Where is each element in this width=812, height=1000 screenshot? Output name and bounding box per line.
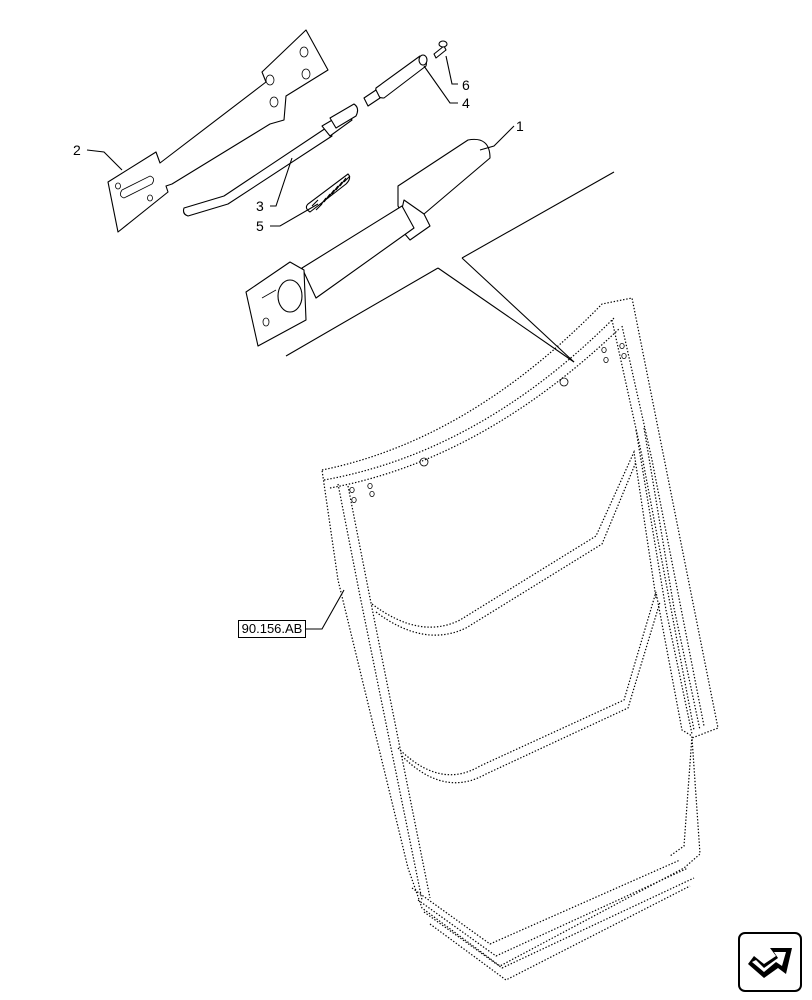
reference-link[interactable]: 90.156.AB <box>238 620 306 638</box>
next-page-arrow-icon <box>748 948 792 978</box>
bent-rod-part <box>182 103 359 217</box>
callout-2: 2 <box>73 142 81 158</box>
door-frame-part <box>321 297 719 981</box>
callout-3: 3 <box>256 198 264 214</box>
callout-4: 4 <box>462 95 470 111</box>
next-page-button[interactable] <box>738 932 802 992</box>
leader-lines <box>86 55 515 227</box>
latch-handle-part <box>245 138 491 347</box>
callout-1: 1 <box>516 118 524 134</box>
callout-6: 6 <box>462 77 470 93</box>
pin-part <box>433 40 448 59</box>
detail-lines <box>285 171 615 363</box>
callout-5: 5 <box>256 218 264 234</box>
coil-spring-part <box>305 173 351 213</box>
bracket-plate-part <box>107 29 329 233</box>
reference-leader <box>306 589 345 630</box>
sleeve-tube-part <box>363 54 428 107</box>
